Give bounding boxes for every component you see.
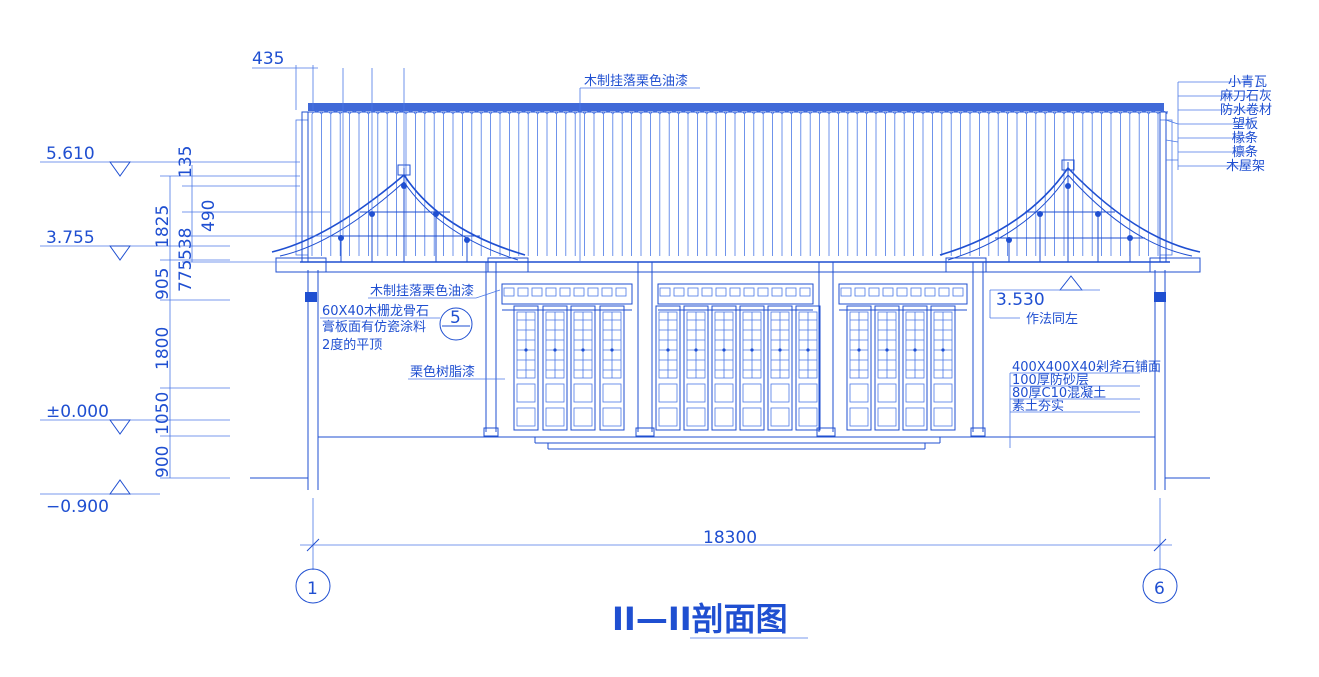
- note-floor-3: 80厚C10混凝土: [1012, 385, 1106, 401]
- roof-callout-tile: 小青瓦: [1228, 75, 1267, 90]
- dim-1825: 1825: [153, 205, 173, 248]
- elevation-0000: ±0.000: [46, 402, 109, 422]
- note-floor-1: 400X400X40剁斧石铺面: [1012, 360, 1161, 375]
- dim-top-435: 435: [252, 49, 284, 69]
- dim-490: 490: [199, 200, 219, 232]
- elevation-3530: 3.530: [996, 290, 1045, 310]
- detail-number: 5: [450, 308, 461, 328]
- roof-callout-membrane: 防水卷材: [1220, 102, 1272, 118]
- dim-900: 900: [153, 446, 173, 478]
- left-gable: [271, 164, 529, 273]
- right-gable: [939, 159, 1201, 273]
- elevation-minus-0900: −0.900: [46, 497, 109, 517]
- axis-label-6: 6: [1154, 579, 1165, 599]
- elevation-3755: 3.755: [46, 228, 95, 248]
- lattice-doors: [513, 305, 956, 431]
- elevation-5610: 5.610: [46, 144, 95, 164]
- roof-callout-board: 望板: [1232, 116, 1258, 132]
- note-floor-2: 100厚防砂层: [1012, 372, 1089, 388]
- overall-dim-18300: 18300: [703, 528, 757, 548]
- note-ceiling-2: 膏板面有仿瓷涂料: [322, 319, 426, 335]
- dim-1050: 1050: [153, 392, 173, 435]
- note-paint: 栗色树脂漆: [410, 364, 475, 380]
- left-dimensions: [40, 65, 405, 495]
- dim-538: 538: [176, 228, 196, 260]
- dim-1800: 1800: [153, 327, 173, 370]
- roof-tiles: [311, 110, 1168, 256]
- dim-905: 905: [153, 268, 173, 300]
- note-mid-fret: 木制挂落栗色油漆: [370, 283, 474, 299]
- note-top-fret: 木制挂落栗色油漆: [584, 73, 688, 89]
- roof: [295, 103, 1173, 263]
- dim-775: 775: [176, 260, 196, 292]
- drawing-title: II—II剖面图: [612, 600, 788, 638]
- note-ceiling-3: 2度的平顶: [322, 337, 382, 353]
- structure: [250, 261, 1210, 490]
- roof-callout-lime: 麻刀石灰: [1220, 89, 1272, 104]
- roof-callout-purlin: 檩条: [1232, 144, 1258, 160]
- axis-label-1: 1: [307, 579, 318, 599]
- overall-dimension: [295, 498, 1178, 604]
- note-leaders: [320, 81, 1250, 448]
- roof-callout-rafter: 椽条: [1232, 130, 1258, 146]
- roof-callout-truss: 木屋架: [1226, 159, 1265, 174]
- note-same-as-left: 作法同左: [1026, 312, 1078, 327]
- note-ceiling-1: 60X40木栅龙骨石: [322, 304, 429, 319]
- dim-135: 135: [176, 146, 196, 178]
- note-floor-4: 素土夯实: [1012, 399, 1064, 414]
